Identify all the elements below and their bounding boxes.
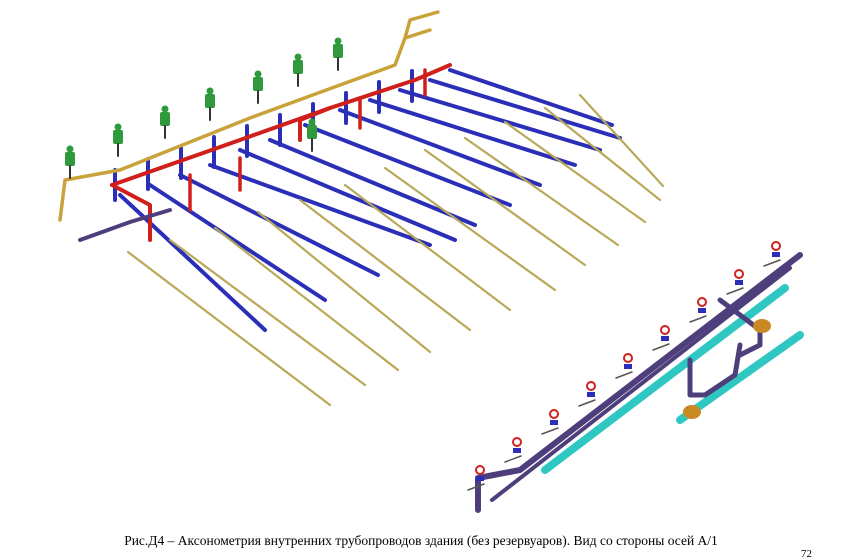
purple-manifold xyxy=(475,252,803,513)
red-valve-wheel xyxy=(475,465,485,475)
small-branch xyxy=(763,259,781,267)
green-valve-body xyxy=(293,60,303,74)
olive-pipe xyxy=(126,250,332,407)
gold-header-pipe xyxy=(58,10,440,222)
olive-pipe-group xyxy=(126,93,665,407)
blue-valve-body xyxy=(624,364,632,369)
green-valve-handle xyxy=(161,105,169,113)
green-valve-handle xyxy=(66,145,74,153)
olive-pipe xyxy=(213,226,400,372)
blue-valve-body xyxy=(735,280,743,285)
small-branch xyxy=(467,483,485,491)
green-valve-handle xyxy=(206,87,214,95)
red-valve-wheel xyxy=(586,381,596,391)
red-valve-wheel xyxy=(771,241,781,251)
page-number: 72 xyxy=(801,548,812,560)
red-valve-wheel xyxy=(512,437,522,447)
blue-valve-body xyxy=(661,336,669,341)
olive-pipe xyxy=(256,210,432,354)
blue-pipe xyxy=(148,183,327,302)
olive-pipe xyxy=(168,238,367,387)
blue-pipe xyxy=(303,123,512,207)
green-valve-body xyxy=(113,130,123,144)
green-valve-body xyxy=(333,44,343,58)
red-valve-wheel xyxy=(660,325,670,335)
small-branch xyxy=(541,427,559,435)
olive-pipe xyxy=(543,106,662,202)
blue-pipe xyxy=(448,68,614,127)
blue-pipe xyxy=(338,108,542,187)
blue-valve-body xyxy=(698,308,706,313)
blue-pipe xyxy=(178,173,380,277)
blue-valve-body xyxy=(772,252,780,257)
red-drop xyxy=(298,106,332,142)
purple-loop xyxy=(687,342,743,398)
small-branch xyxy=(652,343,670,351)
orange-pump xyxy=(683,405,701,419)
green-valve-handle xyxy=(308,118,316,126)
purple-loop xyxy=(717,297,763,358)
blue-pipe xyxy=(208,163,432,247)
figure-caption: Рис.Д4 – Аксонометрия внутренних трубопр… xyxy=(124,533,718,548)
blue-pipe xyxy=(238,148,457,242)
red-valve-wheel xyxy=(734,269,744,279)
green-valve-body xyxy=(160,112,170,126)
red-valve-wheel xyxy=(697,297,707,307)
blue-valve-body xyxy=(513,448,521,453)
blue-valve-body xyxy=(476,476,484,481)
olive-pipe xyxy=(423,148,587,267)
olive-pipe xyxy=(298,198,472,332)
cyan-pipe xyxy=(541,284,789,474)
olive-pipe xyxy=(343,183,512,312)
green-valve-group xyxy=(65,37,343,179)
green-valve-body xyxy=(253,77,263,91)
green-valve-handle xyxy=(254,70,262,78)
green-valve-handle xyxy=(334,37,342,45)
blue-pipe xyxy=(368,98,577,167)
red-valve-wheel xyxy=(623,353,633,363)
axonometric-pipeline-figure xyxy=(58,10,804,513)
small-branch xyxy=(615,371,633,379)
blue-pipe xyxy=(428,78,622,140)
red-header-pipe xyxy=(78,63,452,242)
green-valve-body xyxy=(65,152,75,166)
gold-riser xyxy=(403,10,440,40)
red-valve-wheel xyxy=(549,409,559,419)
blue-valve-body xyxy=(587,392,595,397)
purple-feed xyxy=(78,208,172,242)
small-branch xyxy=(689,315,707,323)
red-drop xyxy=(110,183,152,242)
purple-manifold-2 xyxy=(490,266,792,502)
blue-valve-body xyxy=(550,420,558,425)
green-valve-handle xyxy=(294,53,302,61)
olive-pipe xyxy=(578,93,665,188)
small-branch xyxy=(578,399,596,407)
blue-pipe xyxy=(268,138,477,227)
pump-station-assembly xyxy=(467,241,804,513)
green-valve-body xyxy=(205,94,215,108)
green-valve-handle xyxy=(114,123,122,131)
small-branch xyxy=(726,287,744,295)
gold-header-run xyxy=(58,28,432,222)
blue-pipe xyxy=(398,88,602,152)
olive-pipe xyxy=(463,136,620,247)
orange-pump xyxy=(753,319,771,333)
green-valve-body xyxy=(307,125,317,139)
olive-pipe xyxy=(383,166,557,292)
cyan-pipe-branch xyxy=(676,331,804,424)
small-branch xyxy=(504,455,522,463)
olive-pipe xyxy=(503,120,647,224)
